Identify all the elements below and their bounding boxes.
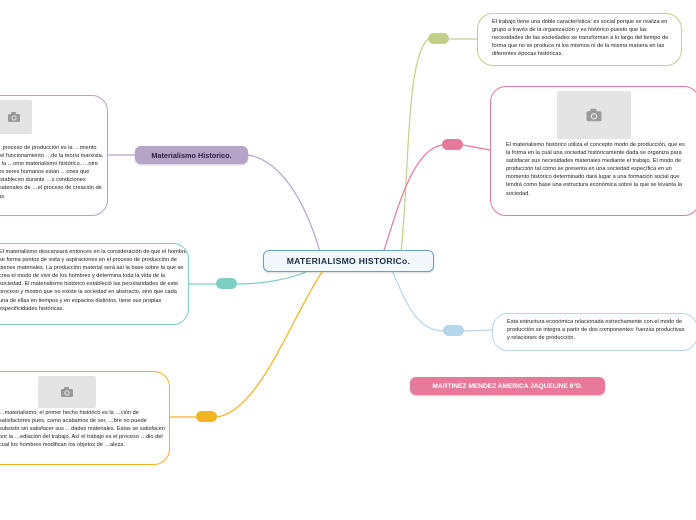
branch-line-pink-end: [462, 144, 491, 151]
node-bottom-right[interactable]: Esta estructura económica relacionada es…: [492, 313, 696, 351]
branch-line-purple: [247, 154, 321, 253]
node-mid-right[interactable]: El materialismo histórico utiliza el con…: [490, 86, 696, 216]
author-label: MARTINEZ MENDEZ AMERICA JAQUELINE 6°D.: [432, 382, 583, 390]
image-placeholder: [38, 376, 96, 408]
branch-connector-teal[interactable]: [216, 278, 237, 289]
node-mid-left-text: El materialismo descansará entonces en l…: [0, 249, 187, 312]
central-topic[interactable]: MATERIALISMO HISTORICo.: [263, 250, 434, 272]
node-bottom-left-text: …materialismo, el primer hecho histórico…: [0, 410, 166, 449]
branch-connector-blue[interactable]: [443, 325, 464, 336]
branch-line-green: [399, 38, 429, 262]
image-placeholder: [557, 91, 631, 139]
branch-line-blue-end: [463, 329, 493, 332]
node-mid-right-text: El materialismo histórico utiliza el con…: [506, 142, 685, 197]
image-placeholder: [0, 100, 32, 134]
branch-line-yellow: [216, 271, 323, 418]
node-top-left-text: …proceso de producción es la …miento del…: [0, 145, 104, 200]
branch-connector-pink[interactable]: [442, 139, 463, 150]
author-topic[interactable]: MARTINEZ MENDEZ AMERICA JAQUELINE 6°D.: [410, 377, 605, 395]
node-mid-left[interactable]: El materialismo descansará entonces en l…: [0, 243, 189, 325]
camera-icon: [8, 112, 20, 122]
branch-line-blue: [391, 269, 444, 332]
node-top-right[interactable]: El trabajo tiene una doble característic…: [477, 13, 682, 66]
node-bottom-left[interactable]: …materialismo, el primer hecho histórico…: [0, 371, 170, 465]
node-bottom-right-text: Esta estructura económica relacionada es…: [507, 319, 685, 342]
materialismo-historico-topic[interactable]: Materialismo Historico.: [135, 146, 248, 164]
branch-line-pink: [379, 144, 443, 263]
camera-icon: [61, 387, 73, 397]
central-topic-label: MATERIALISMO HISTORICo.: [286, 256, 411, 266]
branch-connector-yellow[interactable]: [196, 411, 217, 422]
branch-connector-green[interactable]: [428, 33, 449, 44]
materialismo-historico-label: Materialismo Historico.: [151, 150, 232, 160]
node-top-right-text: El trabajo tiene una doble característic…: [492, 19, 669, 58]
camera-icon: [586, 108, 602, 122]
node-top-left[interactable]: …proceso de producción es la …miento del…: [0, 95, 108, 216]
branch-line-teal: [236, 269, 311, 285]
